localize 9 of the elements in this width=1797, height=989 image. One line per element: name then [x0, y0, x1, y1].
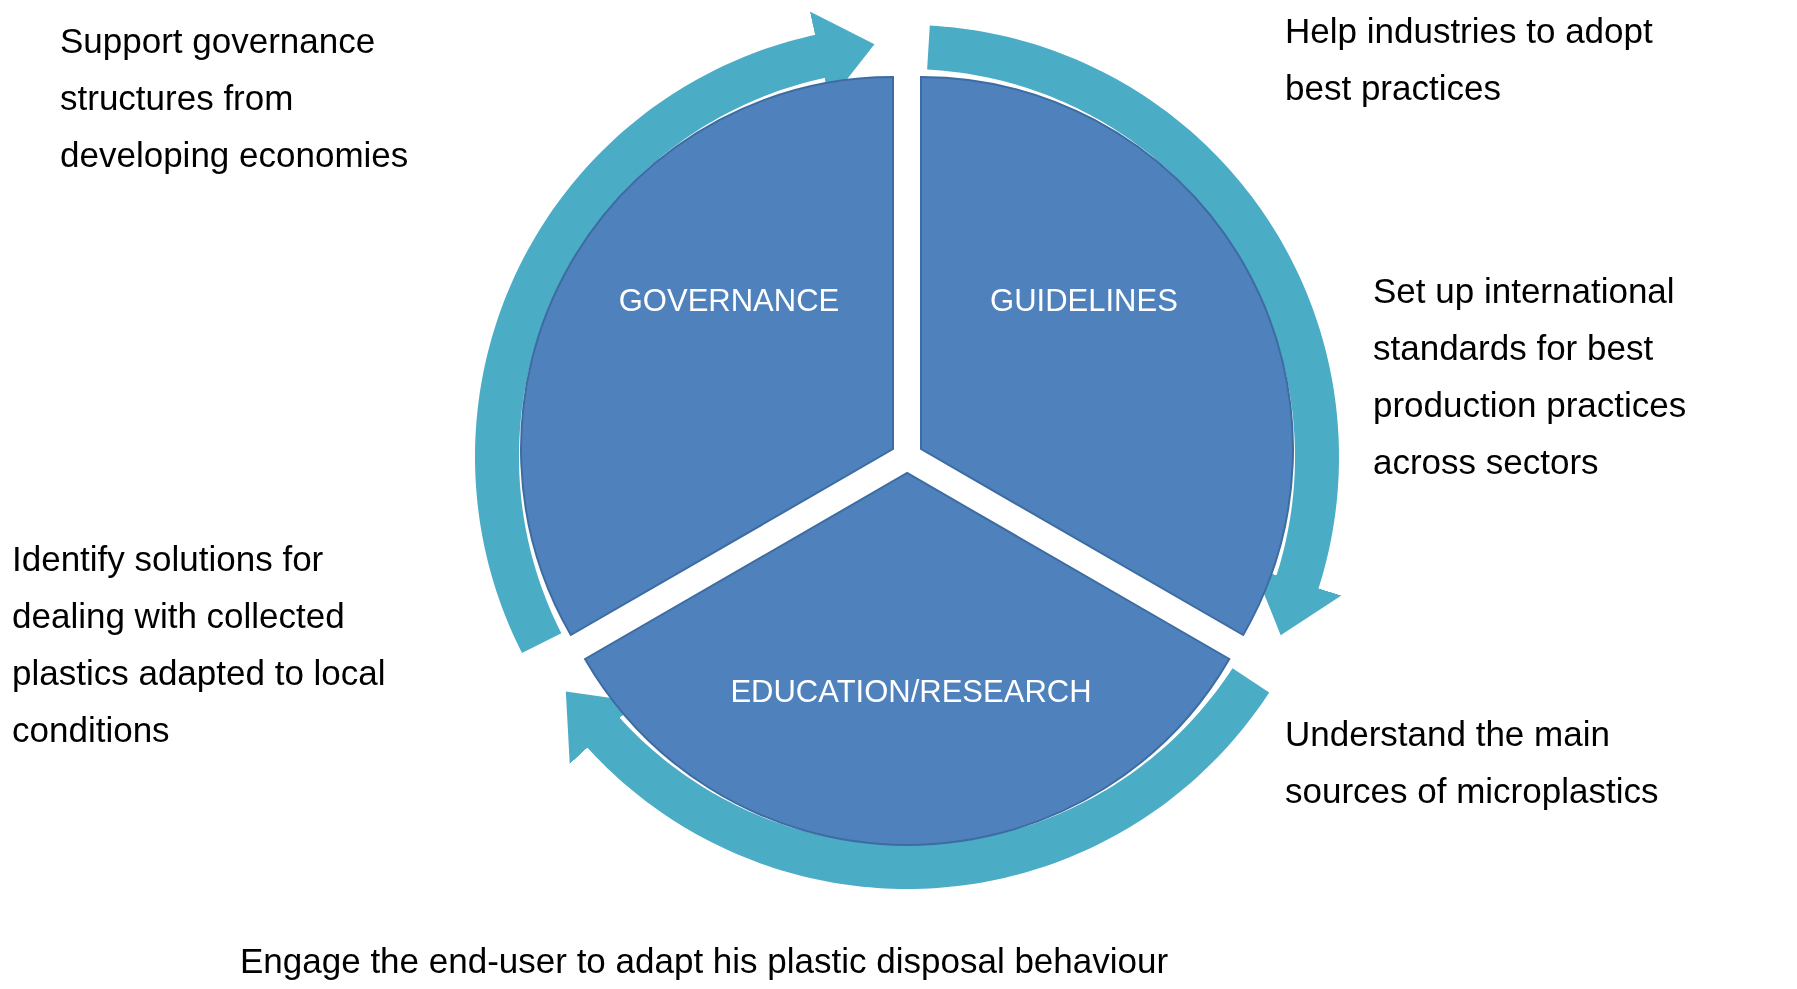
segment-label: EDUCATION/RESEARCH	[730, 674, 1092, 710]
segment-label: GOVERNANCE	[618, 283, 840, 319]
annotation-text: Set up international standards for best production practices across sectors	[1373, 270, 1688, 483]
annotation-text: Understand the main sources of microplastics	[1285, 713, 1660, 812]
segment-label: GUIDELINES	[990, 283, 1178, 319]
annotation-text: Support governance structures from developing economies	[60, 20, 410, 176]
annotation-text: Help industries to adopt best practices	[1285, 10, 1654, 109]
annotation-text: Identify solutions for dealing with collected plastics adapted to local conditions	[12, 538, 387, 751]
annotation-text: Engage the end-user to adapt his plastic disposal behaviour	[240, 940, 1170, 982]
